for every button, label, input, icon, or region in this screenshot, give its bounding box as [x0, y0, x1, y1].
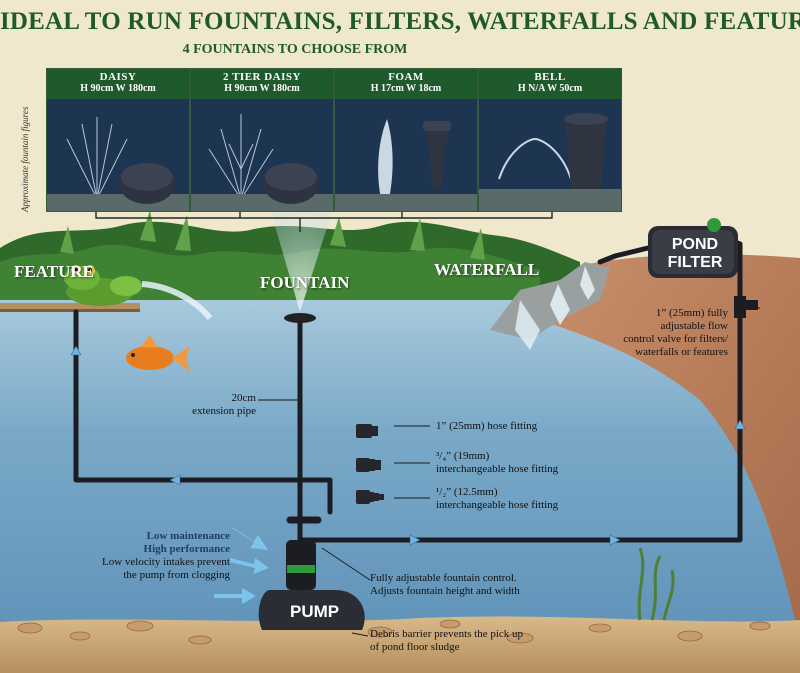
fountain-card-2-tier-daisy: 2 TIER DAISY H 90cm W 180cm [190, 68, 334, 212]
goldfish [126, 335, 190, 372]
valve-note: 1” (25mm) fully adjustable flow control … [623, 307, 728, 358]
frog-ornament [64, 265, 142, 306]
flow-arrows [70, 345, 746, 546]
fountain-control-note: Fully adjustable fountain control. Adjus… [370, 572, 520, 597]
hose-fittings [356, 424, 384, 504]
fountain-head [284, 313, 316, 323]
hose-fitting-3-4-note: ³/₄” (19mm) interchangeable hose fitting [436, 450, 559, 475]
pond-water [0, 300, 800, 673]
right-bank [540, 254, 800, 641]
fountain-card-foam: FOAM H 17cm W 18cm [334, 68, 478, 212]
debris-barrier-note: Debris barrier prevents the pick up of p… [370, 628, 524, 653]
frog-spout [141, 281, 213, 320]
intake-arrows [214, 527, 269, 604]
page-subtitle: 4 FOUNTAINS TO CHOOSE FROM [182, 42, 408, 57]
fountain-card-name: BELL [534, 71, 566, 83]
fountain-card-dims: H 90cm W 180cm [80, 83, 156, 94]
approximate-figures-note: Approximate fountain figures [20, 106, 30, 212]
hose-fitting-1-2-note: ¹/₂” (12.5mm) interchangeable hose fitti… [436, 486, 559, 511]
leader-lines [258, 307, 760, 637]
fountain-label: FOUNTAIN [260, 273, 350, 292]
feature-pipe [73, 309, 333, 515]
daisy-fountain-picture [47, 99, 189, 211]
pond-weed [637, 547, 675, 621]
two-tier-daisy-fountain-picture [191, 99, 333, 211]
pump-body [258, 540, 365, 630]
fountain-card-dims: H 17cm W 18cm [370, 83, 442, 94]
feature-label: FEATURE [14, 262, 94, 281]
bell-fountain-picture [479, 99, 621, 211]
card-connectors [95, 212, 553, 232]
pond-filter-box [648, 218, 738, 278]
flow-valve [734, 296, 758, 318]
waterfall-label: WATERFALL [434, 260, 540, 279]
hose-fitting-1-note: 1” (25mm) hose fitting [436, 420, 538, 432]
fountain-card-name: 2 TIER DAISY [223, 71, 301, 83]
fountain-card-dims: H 90cm W 180cm [224, 83, 300, 94]
fountain-card-bell: BELL H N/A W 50cm [478, 68, 622, 212]
feature-platform [0, 303, 140, 311]
fountain-card-name: FOAM [388, 71, 424, 83]
fountain-card-dims: H N/A W 50cm [517, 83, 583, 94]
maintenance-note: Low maintenance High performance Low vel… [102, 530, 230, 581]
fountain-card-daisy: DAISY H 90cm W 180cm [46, 68, 190, 212]
waterfall-rocks [490, 262, 610, 350]
page-title: IDEAL TO RUN FOUNTAINS, FILTERS, WATERFA… [0, 8, 800, 35]
extension-pipe-note: 20cm extension pipe [192, 392, 256, 417]
filter-outlet [597, 245, 651, 265]
foam-fountain-picture [335, 99, 477, 211]
pond-filter-label: POND FILTER [667, 236, 723, 271]
fountain-card-name: DAISY [99, 71, 137, 83]
pump-label: PUMP [290, 602, 340, 621]
